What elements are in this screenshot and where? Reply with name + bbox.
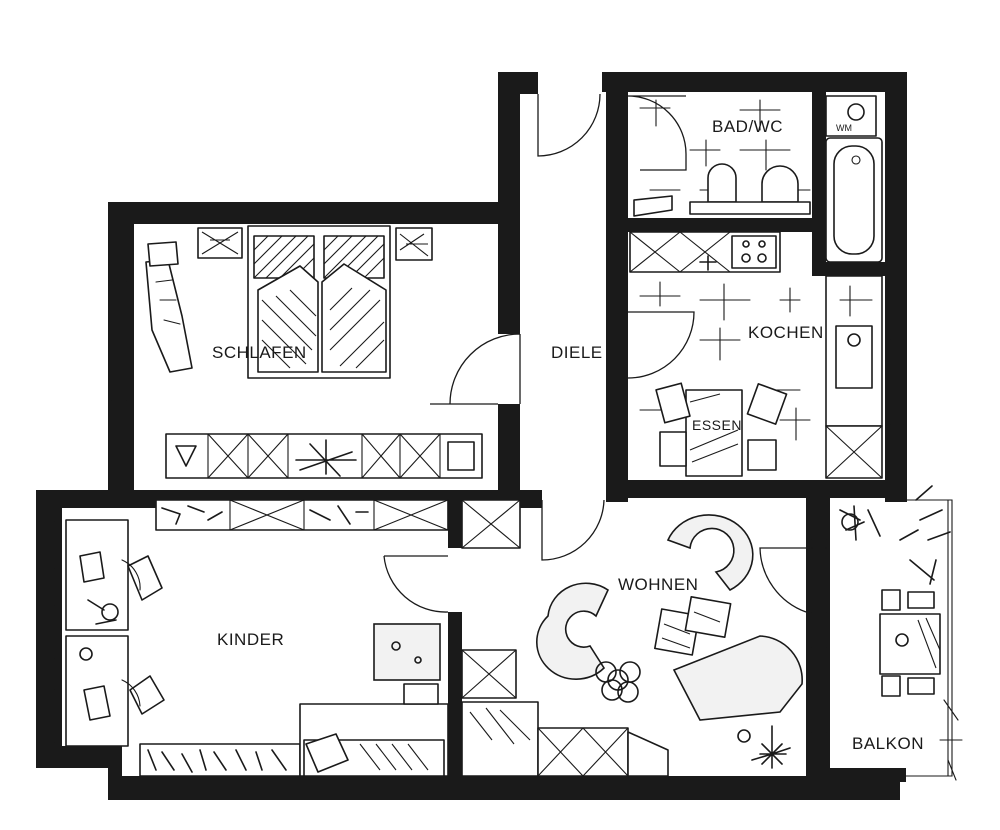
- room-label-balkon: BALKON: [852, 734, 924, 753]
- room-label-kochen: KOCHEN: [748, 323, 824, 342]
- kinder-furniture: [65, 499, 521, 777]
- room-labels: SCHLAFEN DIELE BAD/WC KOCHEN KINDER WOHN…: [212, 117, 924, 753]
- wm-label: WM: [836, 123, 852, 133]
- room-label-kinder: KINDER: [217, 630, 284, 649]
- room-label-bad-wc: BAD/WC: [712, 117, 783, 136]
- room-label-essen: ESSEN: [692, 417, 742, 433]
- room-label-schlafen: SCHLAFEN: [212, 343, 307, 362]
- balkon-furniture: [839, 485, 963, 781]
- wohnen-furniture: [461, 514, 803, 777]
- bad-wc-fixtures: WM: [633, 95, 883, 263]
- room-label-wohnen: WOHNEN: [618, 575, 698, 594]
- kitchen-furniture: ESSEN: [629, 231, 883, 479]
- windows: [39, 169, 904, 743]
- doors: [383, 93, 830, 613]
- room-label-diele: DIELE: [551, 343, 603, 362]
- schlafen-furniture: [145, 225, 483, 479]
